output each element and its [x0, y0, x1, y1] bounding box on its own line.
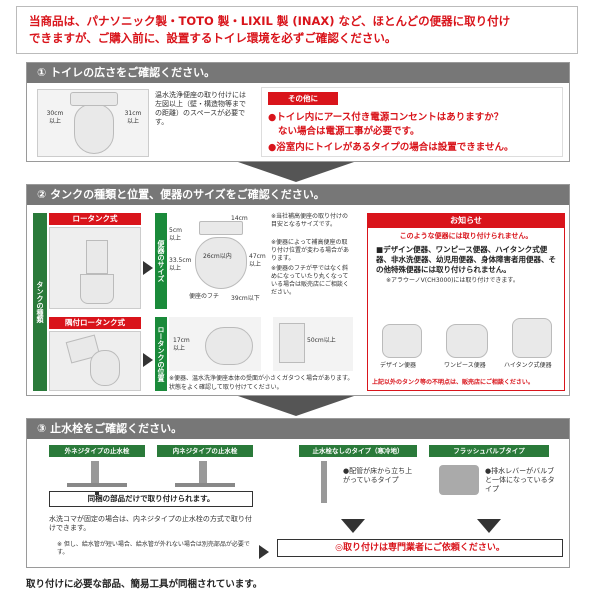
section-tank-type: ② タンクの種類と位置、便器のサイズをご確認ください。 タンクの種類 ロータンク… — [26, 184, 570, 396]
toilet-top-view — [74, 104, 114, 154]
tank-type-side-label: タンクの種類 — [33, 213, 47, 391]
tank-low-label: ロータンク式 — [49, 213, 141, 225]
size-diagram: 14cm 5cm 以上 33.5cm 以上 26cm以内 47cm 以上 39c… — [169, 213, 269, 309]
rim-label: 便座のフチ — [189, 293, 220, 300]
size-note-a: ※当社補高便座の取り付けの目安となるサイズです。 — [271, 213, 349, 228]
low-tank-image — [49, 227, 141, 309]
dim-right: 31cm 以上 — [124, 110, 142, 125]
low-tank-bowl — [80, 274, 114, 304]
toilet-label-2: ワンピース便器 — [444, 362, 486, 369]
arrow-right-1 — [143, 261, 153, 275]
valve-int-pipe — [199, 461, 207, 483]
dim-14: 14cm — [231, 215, 248, 222]
size-note-b: ※便器によって補高便座の取り付け位置が変わる場合があります。 — [271, 239, 350, 262]
position-side-label: ロータンクの位置 — [155, 317, 167, 391]
professional-install-notice: ◎取り付けは専門業者にご依頼ください。 — [277, 539, 563, 557]
info-list: ■デザイン便器、ワンピース便器、ハイタンク式便器、非水洗便器、幼児用便器、身体障… — [376, 245, 556, 274]
low-tank-toilet — [86, 240, 108, 274]
position-diagram-1: 17cm 以上 — [169, 317, 261, 371]
dim-50: 50cm以上 — [307, 337, 336, 344]
other-notes-box: その他に ●トイレ内にアース付き電源コンセントはありますか？ ない場合は電源工事… — [261, 87, 563, 157]
down-chevron-1 — [238, 162, 354, 182]
valve-internal — [175, 461, 235, 487]
info-box: お知らせ このような便器には取り付けられません。 ■デザイン便器、ワンピース便器… — [367, 213, 565, 391]
info-note: ※アラウーノV(CH3000)には取り付けできます。 — [386, 277, 519, 284]
valve-note-2: ※ 但し、給水管が短い場合、給水管が外れない場合は別売部品が必要です。 — [57, 541, 250, 556]
hightank-toilet-image — [512, 318, 552, 358]
tab-flush-valve: フラッシュバルブタイプ — [429, 445, 549, 457]
note-outlet: ●トイレ内にアース付き電源コンセントはありますか？ — [268, 112, 504, 123]
banner-line-1: 当商品は、パナソニック製・TOTO 製・LIXIL 製 (INAX) など、ほと… — [29, 14, 511, 28]
pos1-bowl — [205, 327, 253, 365]
flush-desc: ●排水レバーがバルブと一体になっているタイプ — [485, 467, 555, 493]
other-label: その他に — [268, 92, 338, 105]
dim-5: 5cm 以上 — [169, 227, 182, 242]
tank-corner-label: 隅付ロータンク式 — [49, 317, 141, 329]
section-room-size: ① トイレの広さをご確認ください。 30cm 以上 31cm 以上 温水洗浄便座… — [26, 62, 570, 162]
position-note-2: 状態をよく確認して取り付けてください。 — [169, 384, 283, 391]
room-diagram: 30cm 以上 31cm 以上 — [37, 89, 149, 157]
dim-left: 30cm 以上 — [46, 110, 64, 125]
section-2-title: ② タンクの種類と位置、便器のサイズをご確認ください。 — [27, 185, 569, 205]
size-note-c: ※便器のフチが平ではなく斜めになっていたり丸くなっている場合は販売店にご相談くだ… — [271, 265, 349, 296]
cold-desc: ●配管が床から立ち上がっているタイプ — [343, 467, 413, 484]
info-subtitle: このような便器には取り付けられません。 — [399, 232, 533, 240]
pos2-tank — [279, 323, 305, 363]
note-bathroom: ●浴室内にトイレがあるタイプの場合は設置できません。 — [268, 142, 514, 153]
note-outlet-2: ない場合は電源工事が必要です。 — [278, 126, 420, 137]
section-1-title: ① トイレの広さをご確認ください。 — [27, 63, 569, 83]
size-side-label: 便器のサイズ — [155, 213, 167, 309]
arrow-right-2 — [143, 353, 153, 367]
section-stop-valve: ③ 止水栓をご確認ください。 外ネジタイプの止水栓 内ネジタイプの止水栓 止水栓… — [26, 418, 570, 568]
tank-top-view — [70, 92, 118, 106]
toilet-label-1: デザイン便器 — [380, 362, 417, 369]
dim-26: 26cm以内 — [203, 253, 232, 260]
arrow-down-flush — [477, 519, 501, 533]
info-footer: 上記以外のタンク等の不明点は、販売店にご相談ください。 — [372, 379, 534, 386]
top-banner: 当商品は、パナソニック製・TOTO 製・LIXIL 製 (INAX) など、ほと… — [16, 6, 578, 54]
dim-33-5: 33.5cm 以上 — [169, 257, 192, 272]
included-parts-box: 同梱の部品だけで取り付けられます。 — [49, 491, 253, 507]
shaft-left — [95, 491, 99, 495]
arrow-to-result — [259, 545, 269, 559]
size-diagram-bowl — [195, 237, 247, 289]
corner-bowl-shape — [90, 350, 120, 386]
toilet-label-3: ハイタンク式便器 — [504, 362, 552, 369]
tab-internal-thread: 内ネジタイプの止水栓 — [157, 445, 253, 457]
dim-17: 17cm 以上 — [173, 337, 190, 352]
valve-note-1: 水洗コマが固定の場合は、内ネジタイプの止水栓の方式で取り付けできます。 — [49, 515, 252, 532]
down-chevron-2 — [238, 396, 354, 416]
flush-valve-shape — [439, 465, 479, 495]
size-diagram-tank — [199, 221, 243, 235]
room-size-description: 温水洗浄便座の取り付けには左図以上（壁・構造物等までの距離）のスペースが必要です… — [155, 91, 246, 126]
info-title: お知らせ — [368, 214, 564, 228]
section-3-title: ③ 止水栓をご確認ください。 — [27, 419, 569, 439]
valve-ext-pipe — [91, 461, 99, 483]
corner-tank-image — [49, 331, 141, 391]
footer-note: 取り付けに必要な部品、簡易工具が同梱されています。 — [26, 579, 263, 590]
cold-pipe — [321, 461, 327, 503]
tab-external-thread: 外ネジタイプの止水栓 — [49, 445, 145, 457]
design-toilet-image — [382, 324, 422, 358]
valve-external — [67, 461, 127, 487]
banner-line-2: できますが、ご購入前に、設置するトイレ環境を必ずご確認ください。 — [29, 31, 397, 45]
arrow-down-cold — [341, 519, 365, 533]
onepiece-toilet-image — [446, 324, 488, 358]
dim-39: 39cm以下 — [231, 295, 260, 302]
dim-47: 47cm 以上 — [249, 253, 266, 268]
tab-no-valve: 止水栓なしのタイプ（寒冷地） — [299, 445, 417, 457]
position-note-1: ※便器、温水洗浄便座本体の受面が小さくガタつく場合があります。 — [169, 375, 354, 382]
position-diagram-2: 50cm以上 — [273, 317, 353, 371]
